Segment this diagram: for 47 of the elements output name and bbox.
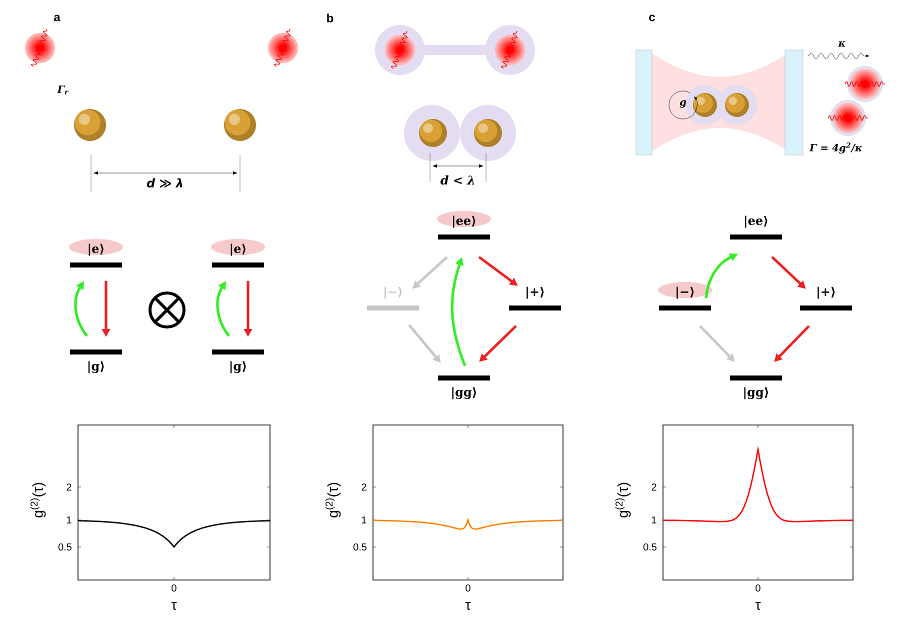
tick-label: 0 <box>172 584 176 592</box>
energy-level: |ee⟩ <box>730 216 782 240</box>
energy-level: |e⟩ <box>211 239 265 268</box>
dimension-label: d < λ <box>440 175 474 185</box>
tick-label: 0 <box>466 584 470 592</box>
dimension-label: d ≫ λ <box>146 178 182 188</box>
axis-title: τ <box>465 602 471 610</box>
panel-letter: a <box>54 14 60 22</box>
tick-label: 1 <box>362 516 366 524</box>
energy-level: |+⟩ <box>800 286 852 310</box>
tick-label: 2 <box>362 484 366 490</box>
energy-level: |gg⟩ <box>438 375 490 400</box>
energy-level: |−⟩ <box>658 282 712 310</box>
axis-title: g$^{(2)}$(τ) <box>615 482 631 518</box>
energy-level: |ee⟩ <box>437 211 491 240</box>
energy-level: |+⟩ <box>509 286 561 310</box>
energy-level: |g⟩ <box>70 350 122 374</box>
tick-label: 0 <box>756 584 760 592</box>
node-label: |−⟩ <box>384 286 402 299</box>
energy-level: |−⟩ <box>367 286 419 310</box>
panel-letter: b <box>327 14 334 22</box>
panel-letter: c <box>649 14 655 22</box>
node-label: |g⟩ <box>88 361 104 374</box>
tick-label: 0.5 <box>643 543 657 551</box>
node-label: |g⟩ <box>230 361 246 374</box>
node-label: |+⟩ <box>526 286 544 299</box>
axis-title: τ <box>755 602 761 610</box>
axis-title: g$^{(2)}$(τ) <box>325 482 341 518</box>
formula-label: Γ = 4g$^{2}$/κ <box>809 142 862 154</box>
node-label: |ee⟩ <box>744 216 768 228</box>
symbol-label: Γ$_{r}$ <box>57 86 69 94</box>
tick-label: 2 <box>652 484 656 490</box>
symbol-label: κ <box>838 41 846 47</box>
tick-label: 1 <box>67 516 72 524</box>
symbol-label: g <box>680 100 686 108</box>
node-label: |+⟩ <box>818 286 835 299</box>
node-label: |gg⟩ <box>452 387 476 400</box>
tick-label: 2 <box>66 484 72 490</box>
axis-title: τ <box>171 602 177 610</box>
tick-label: 0.5 <box>58 543 72 551</box>
energy-level: |g⟩ <box>212 350 264 374</box>
energy-level: |e⟩ <box>69 239 123 268</box>
energy-level: |gg⟩ <box>730 375 782 400</box>
axis-title: g$^{(2)}$(τ) <box>30 482 46 518</box>
node-label: |gg⟩ <box>744 387 768 400</box>
tick-label: 0.5 <box>353 543 367 551</box>
tick-label: 1 <box>652 516 656 524</box>
